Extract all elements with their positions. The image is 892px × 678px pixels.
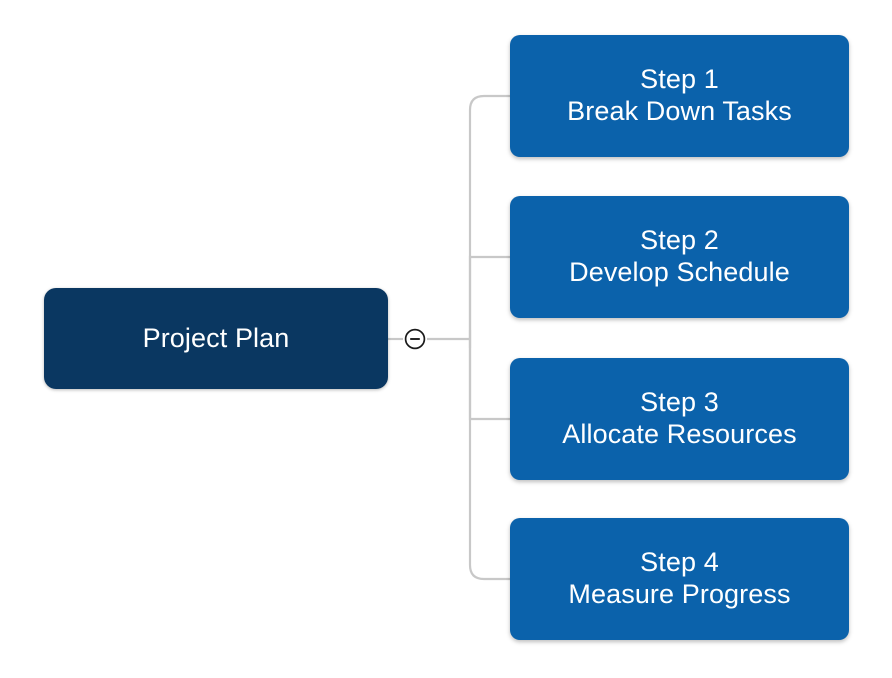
node-step-1-label-line-2: Break Down Tasks	[567, 96, 792, 126]
connector-branch-step-4	[468, 330, 510, 581]
node-step-3[interactable]: Step 3 Allocate Resources	[510, 358, 849, 480]
node-root-label-line-1: Project Plan	[142, 322, 290, 353]
node-root[interactable]: Project Plan	[44, 288, 388, 389]
node-step-1-label-line-1: Step 1	[640, 64, 719, 95]
minus-circle-icon[interactable]	[404, 328, 426, 350]
node-step-4[interactable]: Step 4 Measure Progress	[510, 518, 849, 640]
node-step-2-label-line-2: Develop Schedule	[569, 257, 790, 287]
node-step-3-label-line-1: Step 3	[640, 387, 719, 418]
node-step-2[interactable]: Step 2 Develop Schedule	[510, 196, 849, 318]
node-step-2-label-line-1: Step 2	[640, 225, 719, 256]
node-step-4-label-line-2: Measure Progress	[568, 579, 791, 609]
connector-branch-step-1	[468, 94, 510, 348]
node-step-4-label-line-1: Step 4	[640, 547, 719, 578]
connector-branch-step-2	[468, 255, 510, 330]
node-step-1[interactable]: Step 1 Break Down Tasks	[510, 35, 849, 157]
node-step-3-label-line-2: Allocate Resources	[562, 419, 797, 449]
connector-branch-step-3	[468, 348, 510, 421]
